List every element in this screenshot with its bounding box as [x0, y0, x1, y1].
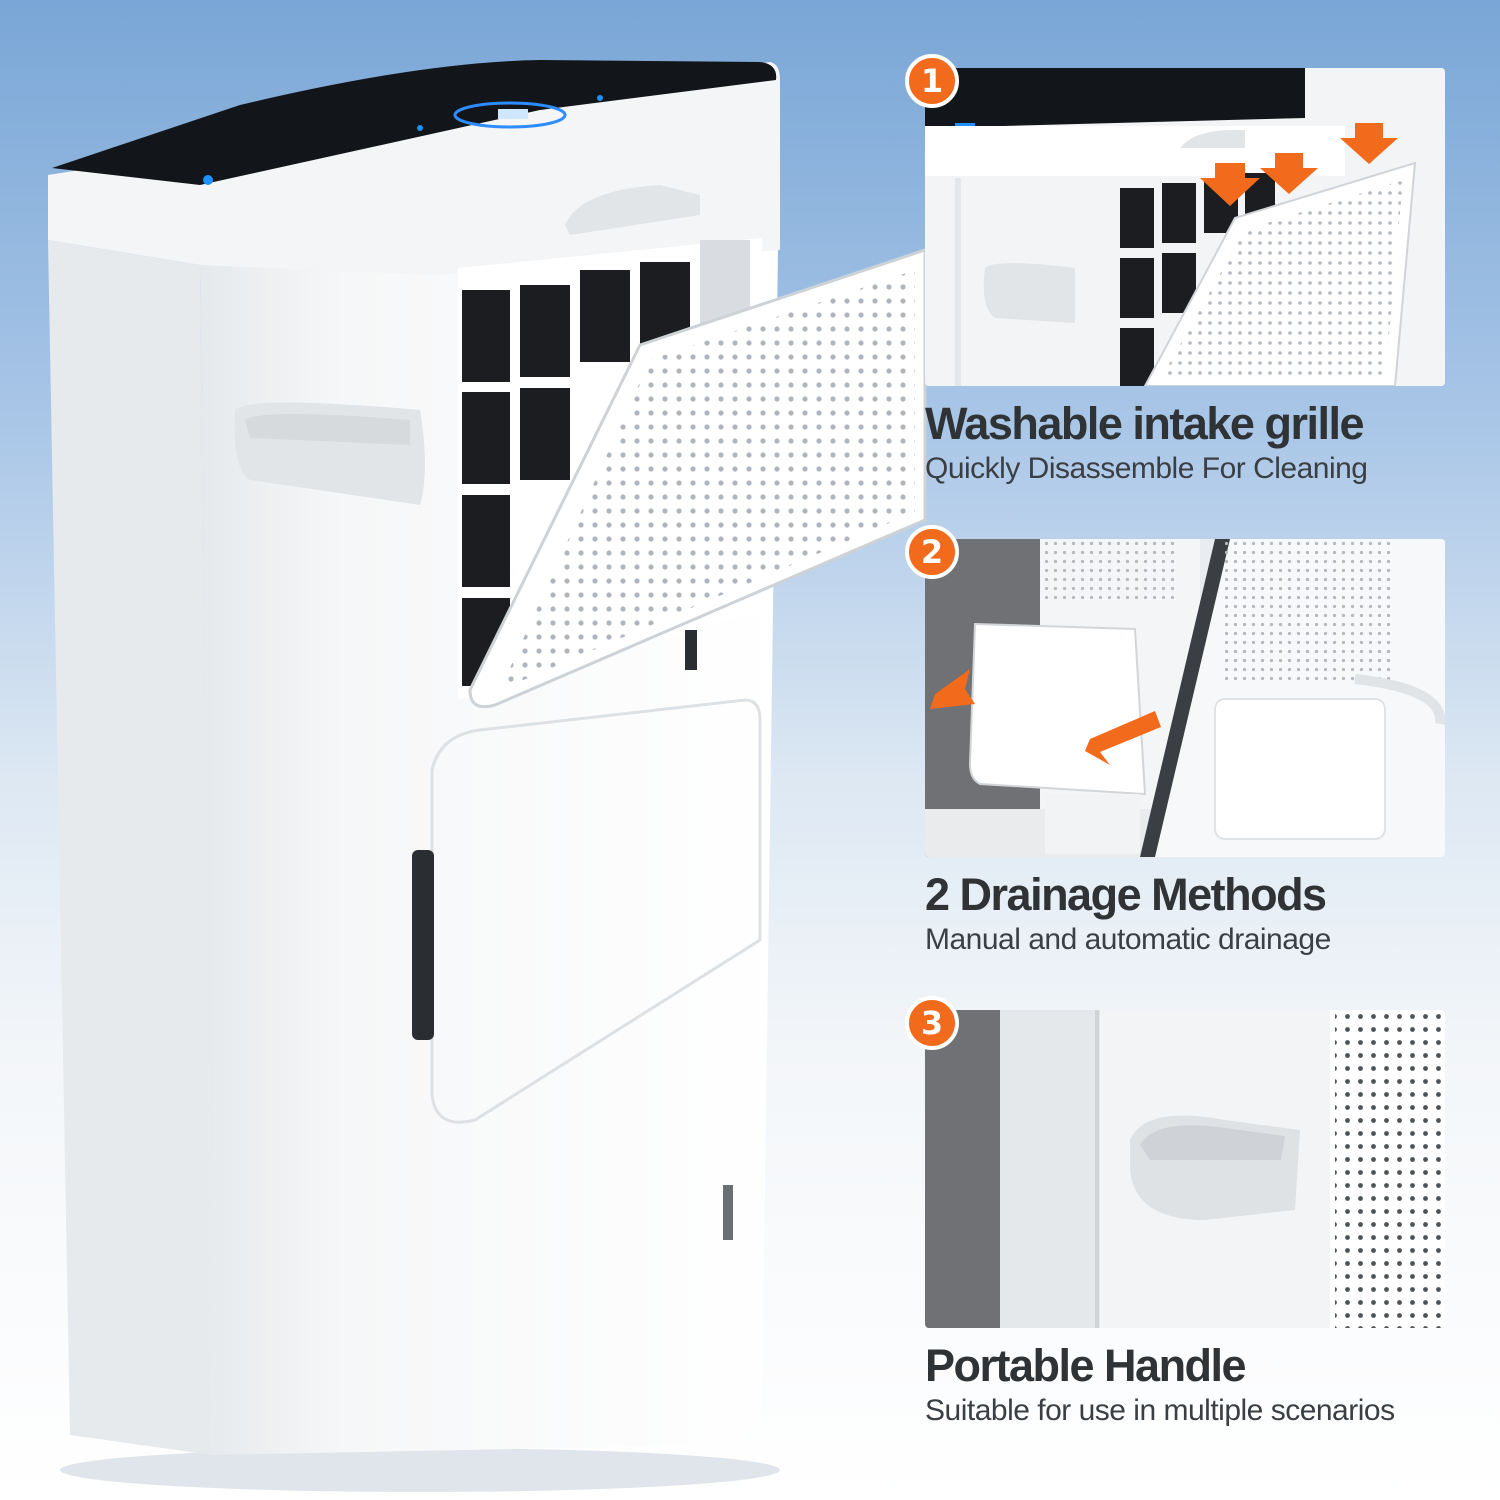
feature-1-number-badge: 1 [905, 54, 959, 108]
dehumidifier-hero-image [48, 60, 927, 1492]
feature-3-title: Portable Handle [925, 1340, 1247, 1391]
feature-2-subtitle: Manual and automatic drainage [925, 923, 1331, 956]
feature-1-title: Washable intake grille [925, 398, 1364, 449]
feature-2-number-badge: 2 [905, 525, 959, 579]
feature-3-image [925, 1010, 1445, 1328]
feature-1-image [925, 68, 1445, 386]
feature-2-title: 2 Drainage Methods [925, 869, 1327, 920]
feature-2-image [925, 539, 1445, 857]
feature-1-subtitle: Quickly Disassemble For Cleaning [925, 452, 1368, 485]
feature-3-number-badge: 3 [905, 996, 959, 1050]
feature-3-subtitle: Suitable for use in multiple scenarios [925, 1394, 1395, 1427]
